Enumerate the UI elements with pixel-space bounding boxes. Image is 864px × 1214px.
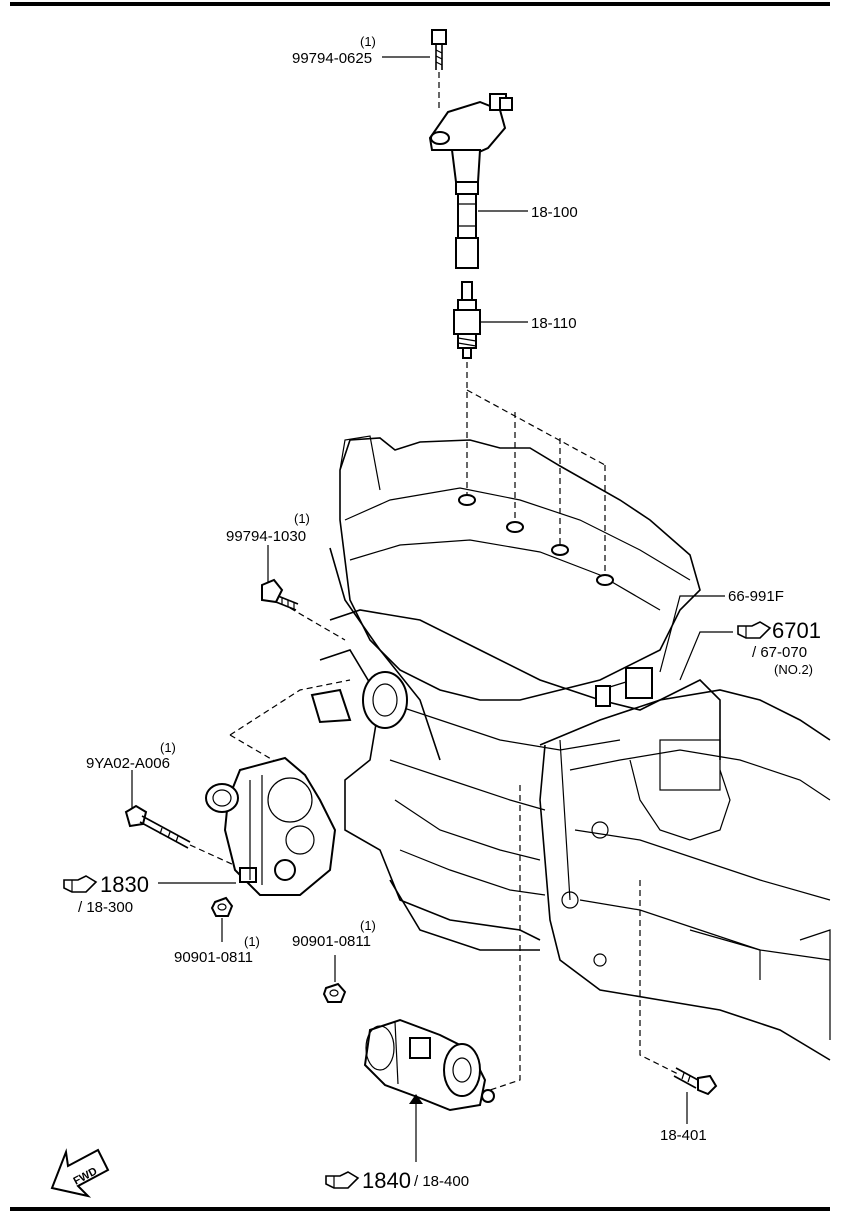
ref-1830-sub[interactable]: / 18-300 [78, 899, 133, 916]
spark-plug-part-no[interactable]: 18-110 [531, 315, 577, 332]
engine-assembly [310, 435, 721, 951]
starter-bolt-part-no[interactable]: 18-401 [660, 1127, 707, 1144]
alternator-nut-qty: (1) [244, 934, 260, 949]
alternator-bracket-bolt-qty: (1) [294, 511, 310, 526]
forward-arrow-icon: FWD [50, 1148, 110, 1198]
ignition-bolt-qty: (1) [360, 34, 376, 49]
pointing-hand-icon [737, 621, 772, 639]
starter-motor[interactable] [363, 1018, 495, 1112]
alternator-bracket-bolt[interactable] [261, 578, 299, 611]
assembly-guides [189, 607, 681, 1091]
ignition-coil-part-no[interactable]: 18-100 [531, 204, 578, 221]
transmission-assembly [539, 689, 831, 1061]
ref-6701-number[interactable]: 6701 [772, 618, 821, 643]
alternator-nut-part-no[interactable]: 90901-0811 [174, 949, 253, 966]
spark-plug[interactable] [453, 281, 481, 359]
pointing-hand-icon [63, 875, 98, 893]
starter-nut-part-no[interactable]: 90901-0811 [292, 933, 371, 950]
alternator-nut[interactable] [210, 896, 234, 917]
alternator-bolt-part-no[interactable]: 9YA02-A006 [86, 755, 170, 772]
alternator[interactable] [205, 756, 337, 896]
ref-1840-sub[interactable]: / 18-400 [414, 1173, 469, 1190]
alternator-bolt-qty: (1) [160, 740, 176, 755]
alternator-bracket-bolt-part-no[interactable]: 99794-1030 [226, 528, 306, 545]
alternator-bolt[interactable] [124, 804, 191, 849]
ignition-coil[interactable] [428, 93, 513, 269]
ignition-bolt[interactable] [431, 29, 447, 70]
ref-6701-sub[interactable]: / 67-070 [752, 644, 807, 661]
starter-bolt[interactable] [673, 1067, 718, 1096]
ref-6701-note: (NO.2) [774, 662, 813, 677]
sensor-66-991F[interactable] [625, 667, 653, 699]
pointing-hand-icon [325, 1171, 360, 1189]
sensor-part-no[interactable]: 66-991F [728, 588, 784, 605]
spark-plug-guides [466, 362, 606, 578]
leader-lines [131, 56, 733, 1162]
ref-1830-number[interactable]: 1830 [100, 872, 149, 897]
starter-nut-qty: (1) [360, 918, 376, 933]
ignition-bolt-part-no[interactable]: 99794-0625 [292, 50, 372, 67]
ref-1840-number[interactable]: 1840 [362, 1168, 411, 1193]
starter-nut[interactable] [322, 982, 347, 1003]
